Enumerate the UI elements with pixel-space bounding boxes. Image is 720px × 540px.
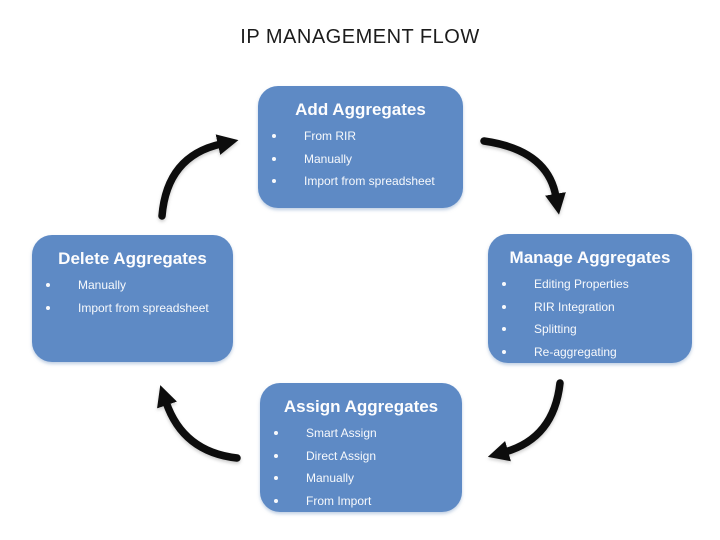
arrow-assign-to-delete-icon bbox=[157, 385, 241, 462]
box-title: Manage Aggregates bbox=[509, 248, 671, 267]
bullet-item: Editing Properties bbox=[488, 273, 692, 296]
arrow-add-to-manage-icon bbox=[480, 137, 566, 215]
arrow-delete-to-add-icon bbox=[158, 134, 239, 220]
box-title: Delete Aggregates bbox=[58, 249, 207, 268]
bullet-list: Editing Properties RIR Integration Split… bbox=[488, 273, 692, 363]
bullet-item: From Import bbox=[260, 490, 462, 513]
bullet-item: Manually bbox=[32, 274, 233, 297]
bullet-item: Manually bbox=[258, 148, 463, 171]
bullet-item: From RIR bbox=[258, 125, 463, 148]
bullet-item: Re-aggregating bbox=[488, 341, 692, 364]
bullet-item: Direct Assign bbox=[260, 445, 462, 468]
bullet-item: Smart Assign bbox=[260, 422, 462, 445]
flow-box-delete-aggregates: Delete Aggregates Manually Import from s… bbox=[32, 235, 233, 362]
bullet-list: From RIR Manually Import from spreadshee… bbox=[258, 125, 463, 193]
diagram-title: IP MANAGEMENT FLOW bbox=[240, 26, 480, 48]
box-title: Assign Aggregates bbox=[283, 397, 439, 416]
flow-box-assign-aggregates: Assign Aggregates Smart Assign Direct As… bbox=[260, 383, 462, 512]
bullet-item: RIR Integration bbox=[488, 296, 692, 319]
bullet-item: Import from spreadsheet bbox=[32, 297, 233, 320]
bullet-list: Smart Assign Direct Assign Manually From… bbox=[260, 422, 462, 512]
bullet-item: Splitting bbox=[488, 318, 692, 341]
bullet-item: Import from spreadsheet bbox=[258, 170, 463, 193]
arrow-manage-to-assign-icon bbox=[487, 379, 564, 462]
flow-box-manage-aggregates: Manage Aggregates Editing Properties RIR… bbox=[488, 234, 692, 363]
flow-box-add-aggregates: Add Aggregates From RIR Manually Import … bbox=[258, 86, 463, 208]
bullet-list: Manually Import from spreadsheet bbox=[32, 274, 233, 319]
bullet-item: Manually bbox=[260, 467, 462, 490]
box-title: Add Aggregates bbox=[295, 100, 426, 119]
